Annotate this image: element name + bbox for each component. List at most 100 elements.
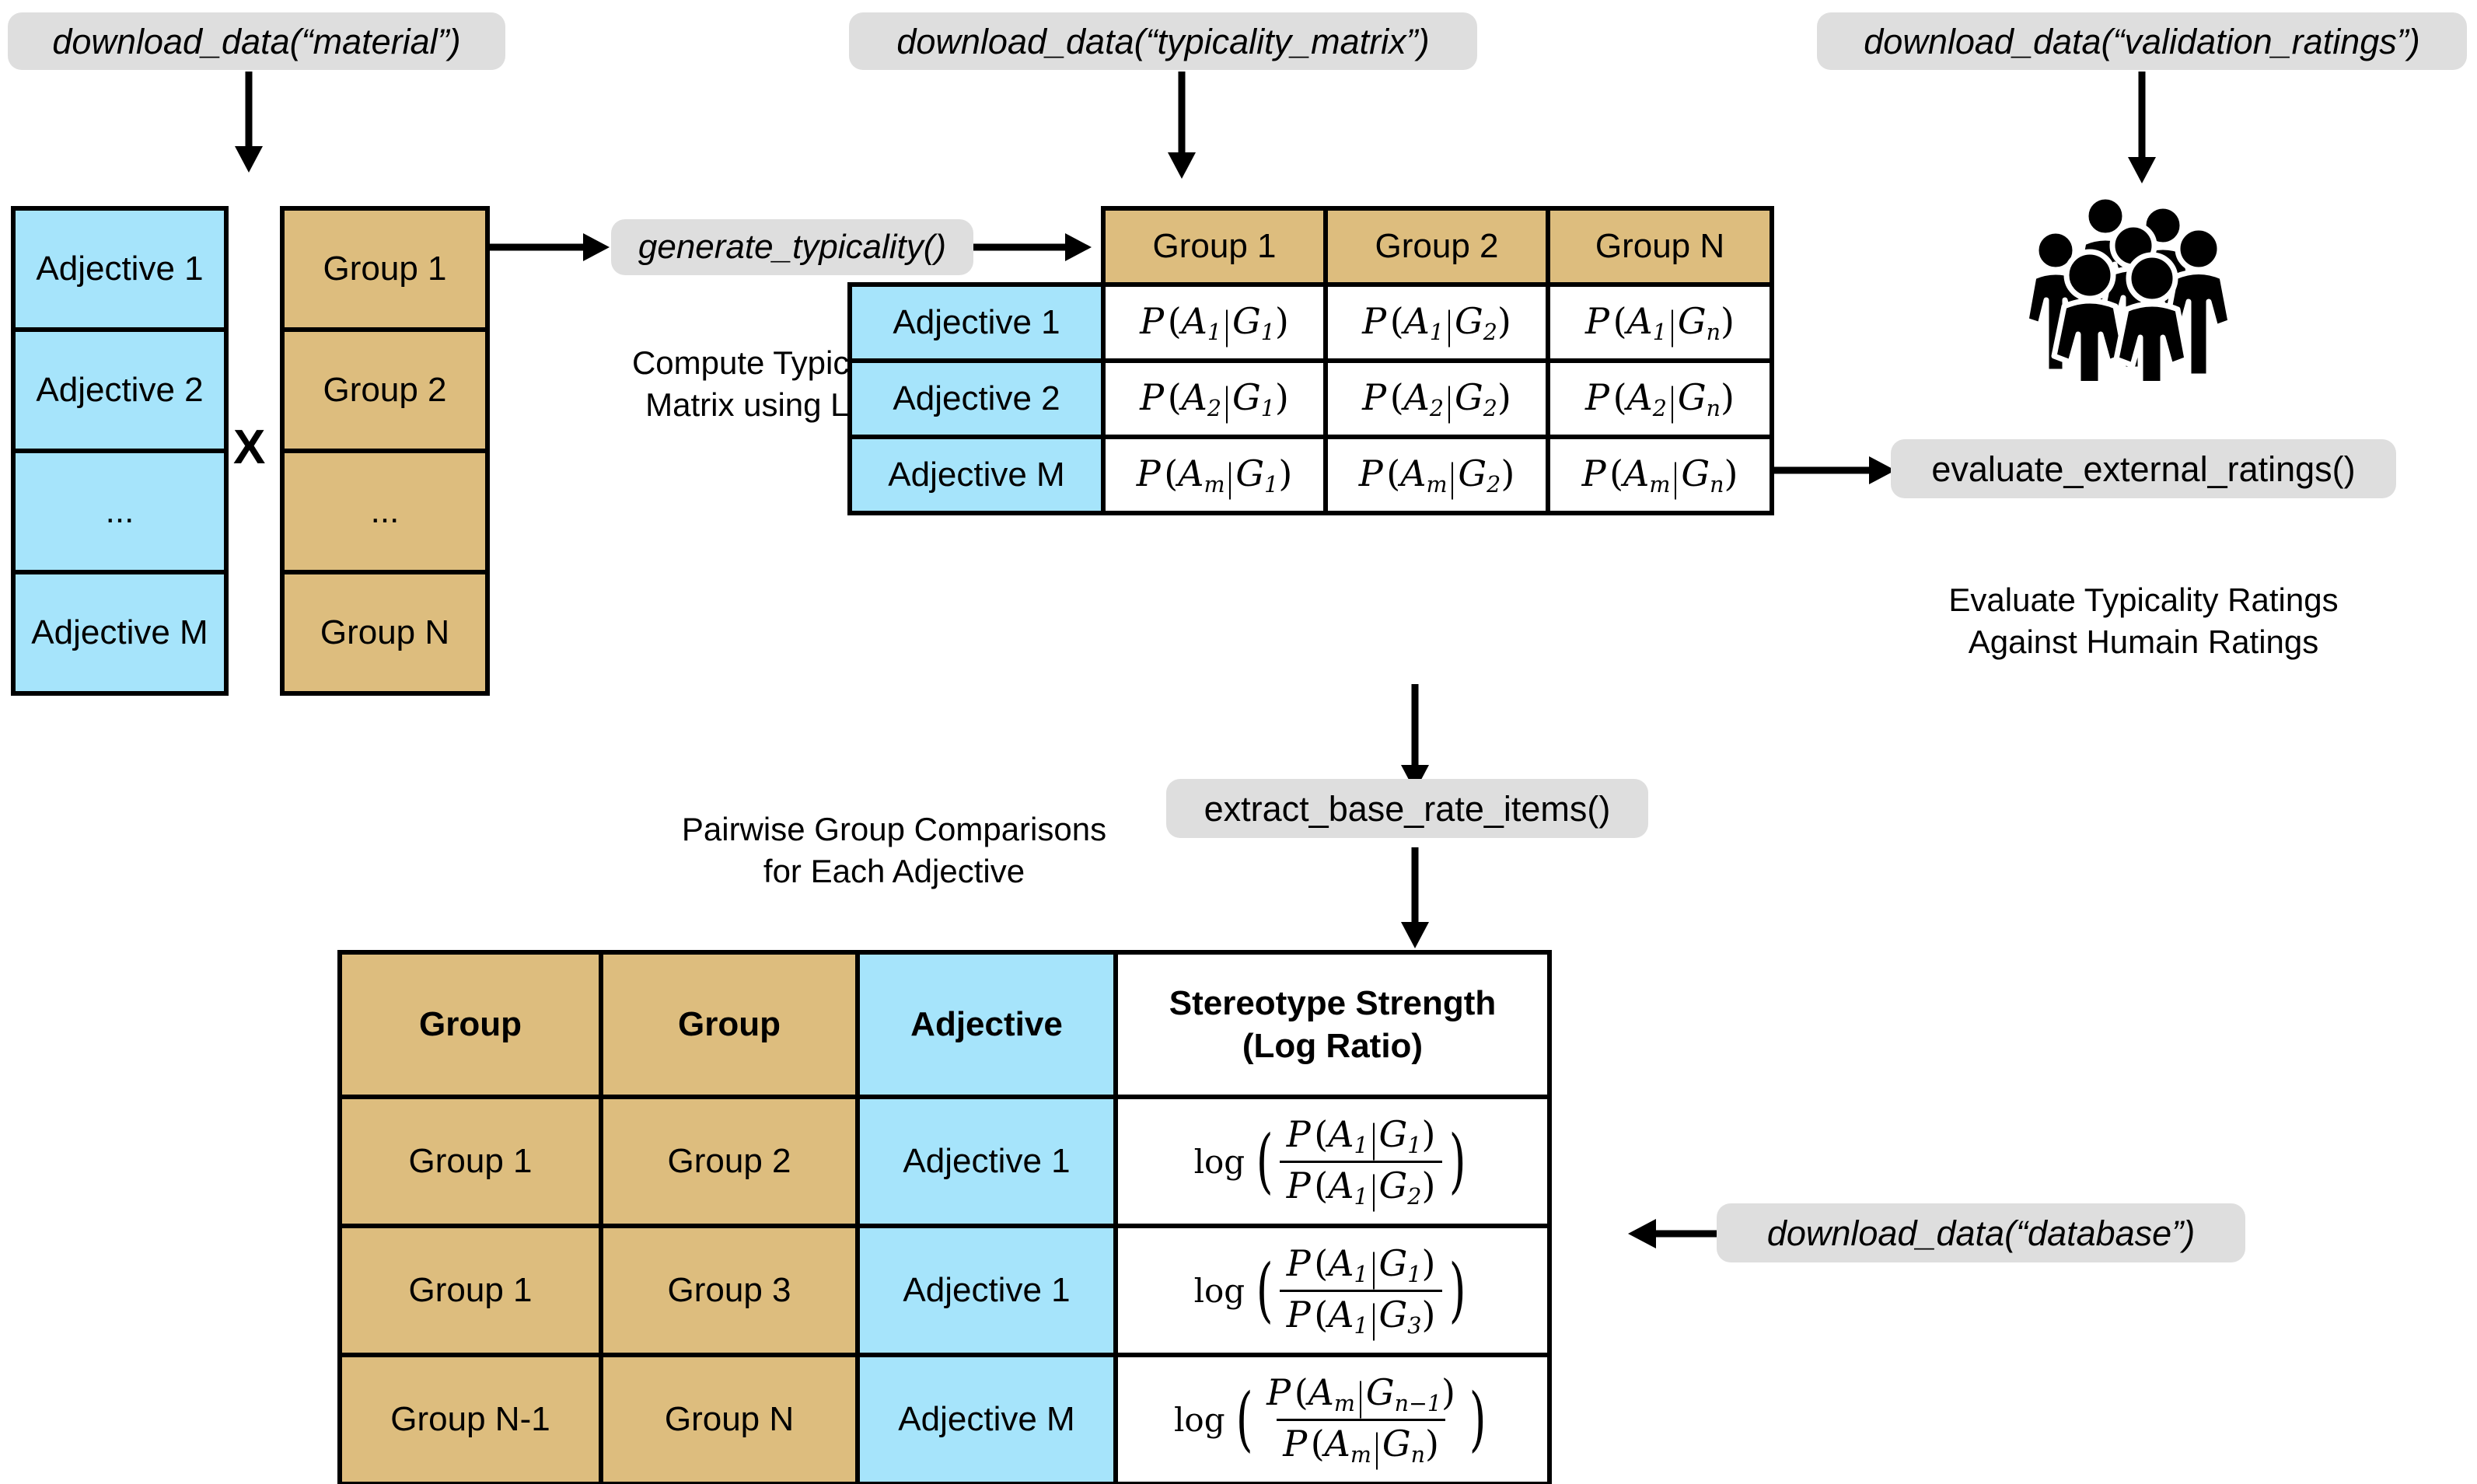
typicality-matrix-row-header: Adjective 1 — [847, 282, 1106, 363]
typicality-matrix-header-row: Group 1 Group 2 Group N — [850, 206, 1774, 287]
arrow-extract-to-base-rate-table — [1392, 847, 1438, 950]
base-rate-cell-label: Group N-1 — [390, 1400, 550, 1438]
pill-download-typicality-matrix-label: download_data(“typicality_matrix”) — [896, 21, 1430, 61]
typicality-matrix-col-header: Group 2 — [1323, 206, 1550, 287]
typicality-matrix-row-header-label: Adjective 1 — [893, 303, 1060, 341]
typicality-matrix-row-header-label: Adjective 2 — [893, 379, 1060, 417]
group-stack: Group 1 Group 2 ... Group N — [280, 206, 490, 696]
caption-evaluate-ratings-text: Evaluate Typicality Ratings Against Huma… — [1948, 581, 2339, 661]
adjective-stack-item-label: Adjective 1 — [36, 250, 204, 288]
group-stack-item: Group 2 — [285, 332, 485, 453]
base-rate-table-header-label: Stereotype Strength (Log Ratio) — [1169, 984, 1497, 1065]
arrow-typicality-matrix-download-to-matrix — [1158, 72, 1205, 180]
adjective-stack: Adjective 1 Adjective 2 ... Adjective M — [11, 206, 229, 696]
base-rate-table-header-adjective: Adjective — [855, 950, 1118, 1099]
pill-download-typicality-matrix[interactable]: download_data(“typicality_matrix”) — [849, 12, 1477, 70]
group-stack-item-label: Group N — [320, 613, 450, 651]
pill-generate-typicality-label: generate_typicality() — [638, 228, 947, 266]
arrow-groups-to-generate-typicality — [488, 216, 613, 278]
pill-download-database[interactable]: download_data(“database”) — [1717, 1203, 2245, 1262]
pill-extract-base-rate-items-label: extract_base_rate_items() — [1204, 788, 1611, 829]
base-rate-cell-group-a: Group 1 — [337, 1224, 603, 1357]
typicality-matrix-row-header-label: Adjective M — [888, 456, 1065, 494]
base-rate-table-header-label: Adjective — [910, 1005, 1063, 1043]
typicality-matrix-row-header: Adjective 2 — [847, 358, 1106, 439]
adjective-stack-item-label: Adjective 2 — [36, 371, 204, 409]
adjective-stack-item: Adjective 2 — [16, 332, 224, 453]
caption-pairwise-comparisons: Pairwise Group Comparisons for Each Adje… — [669, 766, 1120, 893]
right-paren: ) — [1448, 1249, 1466, 1332]
pill-download-validation-ratings-label: download_data(“validation_ratings”) — [1864, 21, 2420, 61]
pill-extract-base-rate-items[interactable]: extract_base_rate_items() — [1166, 779, 1648, 838]
base-rate-cell-label: Group 1 — [408, 1142, 533, 1180]
base-rate-cell-group-b: Group 2 — [599, 1095, 860, 1228]
typicality-matrix-row-header: Adjective M — [847, 435, 1106, 515]
arrow-validation-to-crowd — [2119, 72, 2165, 185]
typicality-matrix-table: Group 1 Group 2 Group N Adjective 1 P (A… — [847, 206, 1774, 515]
pill-download-validation-ratings[interactable]: download_data(“validation_ratings”) — [1817, 12, 2467, 70]
adjective-stack-item: Adjective M — [16, 574, 224, 691]
crowd-of-people-icon — [2021, 194, 2247, 421]
base-rate-cell-group-b: Group N — [599, 1353, 860, 1484]
left-paren: ( — [1235, 1378, 1253, 1461]
arrow-matrix-to-extract-base-rate-items — [1392, 684, 1438, 793]
base-rate-cell-group-b: Group 3 — [599, 1224, 860, 1357]
base-rate-table-row: Group N-1 Group N Adjective M log ( P (A… — [337, 1353, 1552, 1484]
arrow-material-to-adjectives — [225, 72, 272, 174]
caption-pairwise-comparisons-text: Pairwise Group Comparisons for Each Adje… — [681, 810, 1107, 890]
multiply-operator: X — [233, 421, 266, 474]
group-stack-item-label: Group 1 — [323, 250, 447, 288]
log-label: log — [1174, 1400, 1225, 1439]
left-paren: ( — [1256, 1120, 1273, 1203]
base-rate-cell-adjective: Adjective 1 — [855, 1095, 1118, 1228]
adjective-stack-item: Adjective 1 — [16, 211, 224, 332]
typicality-matrix-col-header-label: Group 1 — [1152, 227, 1277, 265]
log-label: log — [1193, 1142, 1245, 1181]
arrow-generate-typicality-to-matrix — [973, 216, 1098, 278]
arrow-matrix-to-evaluate-external-ratings — [1770, 439, 1900, 501]
base-rate-table-header-row: Group Group Adjective Stereotype Strengt… — [337, 950, 1552, 1099]
typicality-matrix-col-header-label: Group N — [1595, 227, 1725, 265]
right-paren: ) — [1448, 1120, 1466, 1203]
pill-download-material-label: download_data(“material”) — [52, 21, 461, 61]
base-rate-table-header-label: Group — [419, 1005, 522, 1043]
pill-download-material[interactable]: download_data(“material”) — [8, 12, 505, 70]
typicality-matrix-col-header: Group 1 — [1101, 206, 1328, 287]
base-rate-table: Group Group Adjective Stereotype Strengt… — [337, 950, 1552, 1484]
base-rate-cell-label: Group 1 — [408, 1271, 533, 1309]
group-stack-item-label: Group 2 — [323, 371, 447, 409]
pill-evaluate-external-ratings[interactable]: evaluate_external_ratings() — [1891, 439, 2396, 498]
pill-generate-typicality[interactable]: generate_typicality() — [611, 219, 973, 275]
pill-evaluate-external-ratings-label: evaluate_external_ratings() — [1931, 449, 2356, 489]
base-rate-table-header-stereotype-strength: Stereotype Strength (Log Ratio) — [1113, 950, 1552, 1099]
adjective-stack-item-label: ... — [105, 492, 135, 530]
left-paren: ( — [1256, 1249, 1273, 1332]
base-rate-cell-group-a: Group 1 — [337, 1095, 603, 1228]
pill-download-database-label: download_data(“database”) — [1766, 1213, 2196, 1253]
base-rate-cell-adjective: Adjective 1 — [855, 1224, 1118, 1357]
base-rate-cell-label: Adjective 1 — [903, 1271, 1071, 1309]
log-label: log — [1193, 1271, 1245, 1310]
